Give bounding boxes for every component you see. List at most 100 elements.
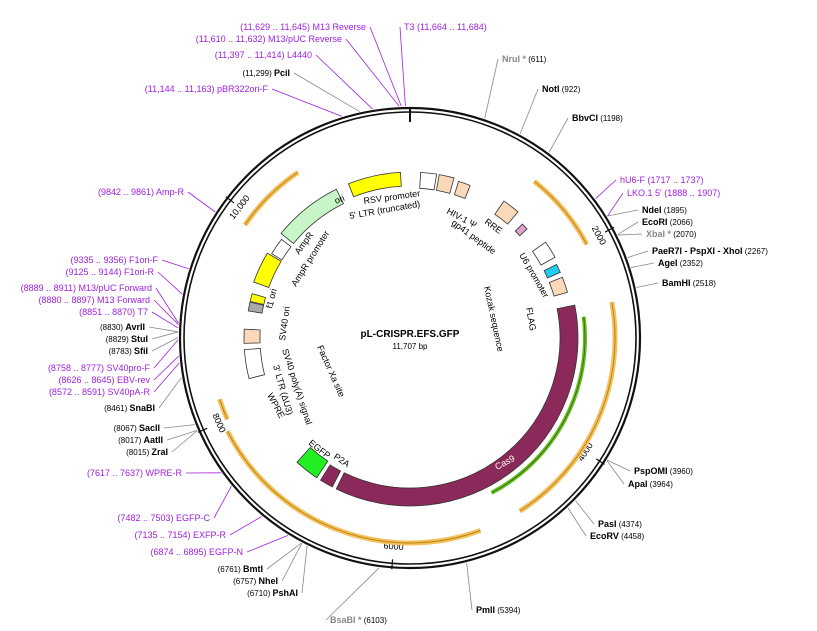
enzyme-label: EcoRV (4458)	[590, 531, 645, 541]
enzyme-label: (8461) SnaBI	[104, 403, 155, 413]
leader-line	[171, 430, 198, 453]
leader-line	[148, 326, 179, 333]
leader-line	[246, 534, 289, 553]
primer-label: (8572 .. 8591) SV40pA-R	[49, 387, 151, 397]
enzyme-label: (8015) ZraI	[126, 447, 168, 457]
label-factor-xa: Factor Xa site	[315, 344, 347, 399]
arc-cas9-outer-line	[519, 302, 616, 512]
tick-mark	[595, 458, 605, 465]
enzyme-label: (8783) SfiI	[109, 346, 148, 356]
leader-line	[399, 26, 406, 107]
leader-line	[293, 72, 360, 112]
feature-sv40ori	[249, 293, 267, 305]
enzyme-name: PspOMI	[634, 466, 668, 476]
leader-line	[519, 88, 539, 134]
plasmid-title: pL-CRISPR.EFS.GFP	[361, 329, 460, 340]
enzyme-pos: (6761)	[218, 565, 243, 574]
enzyme-pos: (6103)	[362, 616, 388, 625]
leader-line	[607, 209, 639, 217]
inner-features	[243, 171, 579, 507]
leader-line	[325, 567, 380, 621]
leader-line	[606, 460, 625, 485]
leader-line	[161, 259, 189, 270]
feature-p2a	[319, 464, 342, 488]
primer-label: (8851 .. 8870) T7	[79, 307, 148, 317]
enzyme-pos: (8017)	[118, 436, 143, 445]
arc-cas9-green-line	[491, 316, 586, 494]
feature-5ltr	[435, 174, 455, 194]
leader-line	[345, 38, 400, 107]
enzyme-label: NruI * (611)	[502, 54, 547, 64]
outer-labels: NruI * (611) NotI (922) BbvCI (1198) NdeI (…	[21, 22, 769, 625]
enzyme-label: (8830) AvrII	[100, 322, 145, 332]
enzyme-pos: (8067)	[114, 424, 139, 433]
enzyme-name: NdeI	[642, 205, 662, 215]
enzyme-label: PspOMI (3960)	[634, 466, 693, 476]
enzyme-name: PshAI	[272, 588, 298, 598]
label-rre: RRE	[483, 217, 504, 236]
primer-label: (11,397 .. 11,414) L4440	[215, 50, 312, 60]
primer-label: LKO.1 5' (1888 .. 1907)	[627, 188, 720, 198]
leader-line	[155, 287, 179, 324]
enzyme-pos: (4458)	[619, 532, 645, 541]
feature-kozak	[548, 276, 568, 297]
feature-flag	[543, 263, 561, 279]
enzyme-label: AgeI (2352)	[658, 258, 703, 268]
enzyme-label: EcoRI (2066)	[642, 217, 693, 227]
enzyme-name: BbvCI	[572, 113, 598, 123]
arc-long-bottom-line	[227, 431, 481, 544]
enzyme-pos: (611)	[526, 55, 547, 64]
enzyme-label: NotI (922)	[542, 84, 581, 94]
enzyme-label: (8067) SacII	[114, 423, 160, 433]
leader-line	[548, 117, 569, 153]
tick-label: 6000	[383, 541, 404, 553]
enzyme-label: (11,299) PciI	[243, 68, 290, 78]
label-kozak: Kozak sequence	[482, 285, 506, 352]
leader-line	[281, 543, 303, 582]
enzyme-pos: (2267)	[743, 247, 769, 256]
enzyme-name: StuI	[131, 334, 148, 344]
feature-ampr	[280, 188, 344, 245]
enzyme-label: BamHI (2518)	[662, 278, 716, 288]
enzyme-pos: (6710)	[247, 589, 272, 598]
leader-line	[166, 430, 198, 441]
feature-ori	[347, 171, 402, 198]
enzyme-name: SnaBI	[129, 403, 155, 413]
label-leaders	[148, 26, 659, 621]
enzyme-name: NheI	[258, 576, 278, 586]
label-f1ori: f1 ori	[264, 288, 279, 310]
enzyme-name: AvrII	[125, 322, 145, 332]
label-p2a: P2A	[332, 451, 352, 469]
enzyme-pos: (6757)	[233, 577, 258, 586]
enzyme-pos: (8015)	[126, 448, 151, 457]
feature-sv40pa	[247, 301, 265, 314]
enzyme-pos: (8829)	[106, 335, 131, 344]
feature-f1ori	[253, 252, 282, 289]
feature-cas9	[335, 304, 579, 507]
primer-label: (7135 .. 7154) EXFP-R	[134, 530, 226, 540]
label-flag: FLAG	[524, 307, 538, 332]
leader-line	[213, 485, 232, 519]
arc-ampr-outer-line	[244, 171, 299, 226]
leader-line	[229, 516, 262, 536]
enzyme-label: BbvCI (1198)	[572, 113, 623, 123]
primer-label: hU6-F (1717 .. 1737)	[620, 175, 704, 185]
enzyme-name: XbaI *	[646, 229, 672, 239]
feature-egfp	[296, 446, 329, 479]
feature-arcs	[217, 170, 618, 546]
leader-line	[153, 362, 180, 393]
primer-label: (9842 .. 9861) Amp-R	[98, 187, 185, 197]
enzyme-pos: (2066)	[668, 218, 694, 227]
primer-label: (11,629 .. 11,645) M13 Reverse	[240, 22, 366, 32]
enzyme-pos: (8461)	[104, 404, 129, 413]
enzyme-name: PciI	[274, 68, 290, 78]
leader-line	[617, 221, 639, 235]
enzyme-label: PaeR7I - PspXI - XhoI (2267)	[652, 246, 768, 256]
enzyme-label: (6761) BmtI	[218, 564, 263, 574]
primer-label: (7482 .. 7503) EGFP-C	[117, 513, 210, 523]
enzyme-label: PasI (4374)	[598, 519, 642, 529]
enzyme-pos: (4374)	[617, 520, 643, 529]
leader-line	[187, 191, 216, 213]
enzyme-pos: (2518)	[691, 279, 717, 288]
